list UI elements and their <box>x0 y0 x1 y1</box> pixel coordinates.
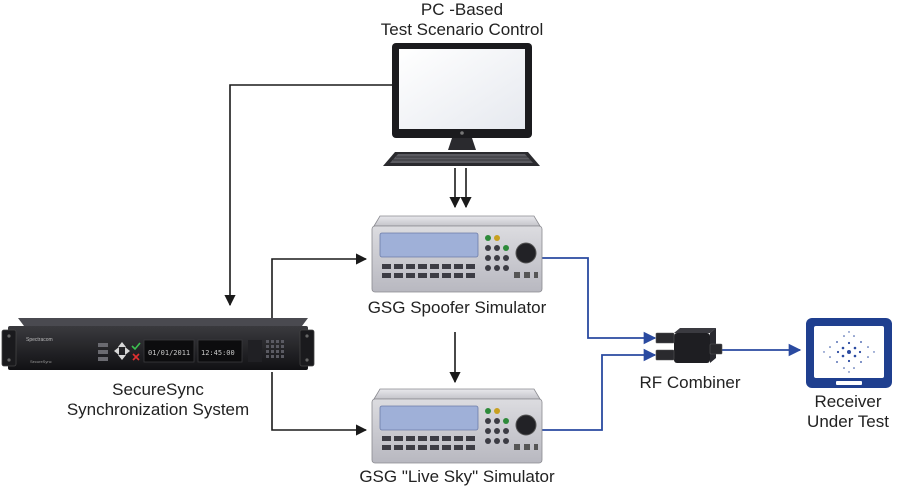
receiver-constellation-icon <box>823 331 875 373</box>
securesync-label: SecureSync Synchronization System <box>40 380 276 420</box>
connections <box>224 84 802 436</box>
link-securesync-to-livesky <box>271 372 368 436</box>
securesync-vent-grille <box>266 340 284 358</box>
securesync-nav-pad-icon <box>114 342 130 360</box>
livesky-label: GSG "Live Sky" Simulator <box>359 467 555 486</box>
receiver-label-line2: Under Test <box>807 412 889 431</box>
receiver-label: Receiver Under Test <box>798 392 898 432</box>
pc-label-line1: PC -Based <box>420 0 504 19</box>
livesky-knob-icon <box>515 414 537 436</box>
pc-label-line2: Test Scenario Control <box>380 20 544 39</box>
securesync-model-text: SecureSync <box>30 359 52 364</box>
combiner-label: RF Combiner <box>639 373 741 392</box>
securesync-time-display: 12:45:00 <box>201 349 235 357</box>
gsg-livesky-device <box>371 388 543 464</box>
link-pc-to-securesync <box>224 84 392 307</box>
securesync-brand-text: Spectracom <box>26 337 53 343</box>
securesync-device: Spectracom SecureSync 01/01/2011 12:45:0… <box>1 318 315 370</box>
spoofer-knob-icon <box>515 242 537 264</box>
link-securesync-to-spoofer <box>271 253 368 322</box>
pc-workstation <box>383 43 540 166</box>
link-livesky-to-combiner <box>540 348 657 431</box>
receiver-device <box>806 318 892 388</box>
monitor-icon <box>392 43 532 150</box>
cross-icon <box>132 353 140 361</box>
keyboard-icon <box>383 152 540 166</box>
check-icon <box>131 342 141 351</box>
securesync-label-line2: Synchronization System <box>66 400 250 419</box>
securesync-label-line1: SecureSync <box>112 380 204 399</box>
securesync-date-display: 01/01/2011 <box>148 349 190 357</box>
link-spoofer-to-combiner <box>540 257 657 345</box>
pc-label: PC -Based Test Scenario Control <box>360 0 564 40</box>
gsg-spoofer-device <box>371 215 543 293</box>
receiver-label-line1: Receiver <box>814 392 882 411</box>
rf-combiner-device <box>655 328 723 363</box>
spoofer-label: GSG Spoofer Simulator <box>367 298 547 317</box>
